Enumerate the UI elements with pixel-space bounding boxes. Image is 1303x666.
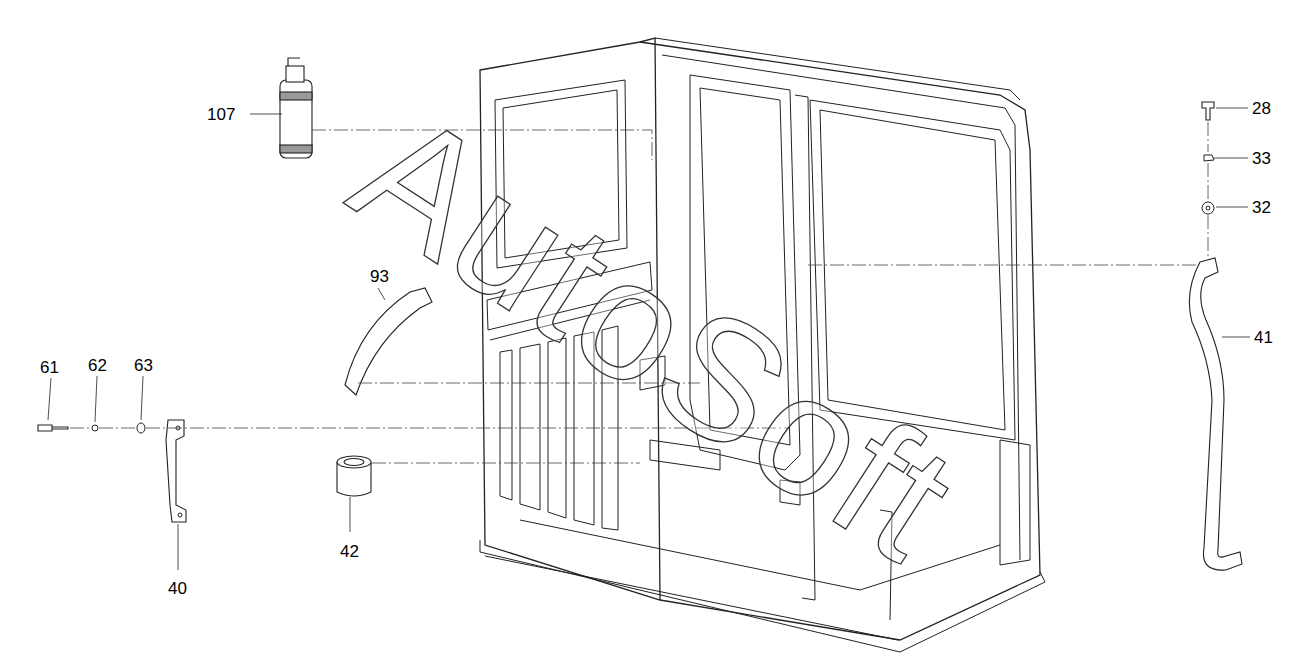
callout-number: 63 bbox=[134, 357, 153, 374]
callout-number: 107 bbox=[207, 106, 235, 123]
watermark: AutoSoft bbox=[329, 82, 982, 588]
callout-number: 33 bbox=[1252, 150, 1271, 167]
callout-number: 62 bbox=[88, 357, 107, 374]
callout-number: 40 bbox=[168, 580, 187, 597]
callout-number: 41 bbox=[1254, 329, 1273, 346]
callout-number: 32 bbox=[1252, 199, 1271, 216]
callout-number: 28 bbox=[1252, 100, 1271, 117]
callout-number: 93 bbox=[370, 268, 389, 285]
callout-number: 42 bbox=[340, 543, 359, 560]
callout-number: 61 bbox=[40, 359, 59, 376]
